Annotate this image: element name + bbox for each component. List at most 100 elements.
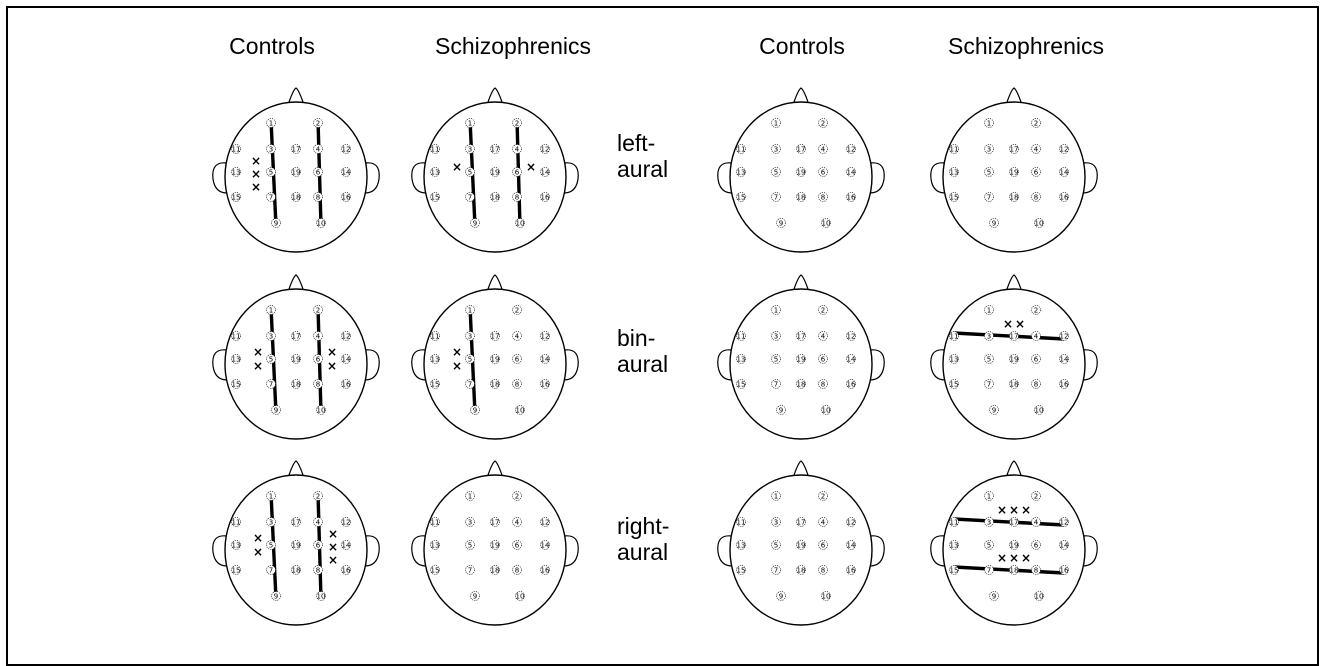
column-label-controls-1: Controls xyxy=(229,33,315,59)
electrode-label: 3 xyxy=(987,145,991,153)
electrode-label: 1 xyxy=(468,119,472,127)
electrode-label: 1 xyxy=(987,119,991,127)
electrode-label: 16 xyxy=(342,380,351,388)
electrode-label: 16 xyxy=(541,380,550,388)
electrode-label: 10 xyxy=(822,592,831,600)
electrode-label: 13 xyxy=(950,168,959,176)
electrode-label: 9 xyxy=(274,406,278,414)
electrode-site xyxy=(291,517,301,527)
electrode-site xyxy=(1031,491,1041,501)
electrode-label: 10 xyxy=(317,592,326,600)
electrode-label: 1 xyxy=(987,306,991,314)
electrode-label: 18 xyxy=(797,380,806,388)
electrode-label: 12 xyxy=(342,518,351,526)
electrode-label: 6 xyxy=(821,168,826,176)
electrode-label: 8 xyxy=(1034,193,1038,201)
electrode-site xyxy=(796,565,806,575)
electrode-label: 7 xyxy=(987,566,991,574)
electrode-label: 7 xyxy=(468,566,472,574)
electrode-site xyxy=(465,144,475,154)
electrode-site xyxy=(266,379,276,389)
electrode-label: 2 xyxy=(515,306,519,314)
electrode-site xyxy=(291,540,301,550)
right-ear-icon xyxy=(1082,162,1098,194)
electrode-site xyxy=(846,144,856,154)
electrode-label: 11 xyxy=(431,518,440,526)
electrode-site xyxy=(989,405,999,415)
electrode-label: 5 xyxy=(987,168,991,176)
electrode-label: 17 xyxy=(292,145,301,153)
electrode-site xyxy=(266,354,276,364)
electrode-label: 12 xyxy=(541,145,550,153)
electrode-label: 3 xyxy=(987,518,991,526)
right-ear-icon xyxy=(563,349,579,381)
electrode-label: 14 xyxy=(847,355,856,363)
electrode-site xyxy=(313,565,323,575)
electrode-site xyxy=(796,192,806,202)
electrode-label: 7 xyxy=(774,193,778,201)
electrode-label: 19 xyxy=(797,355,806,363)
electrode-site xyxy=(821,591,831,601)
electrode-site xyxy=(231,167,241,177)
electrode-label: 11 xyxy=(950,332,959,340)
electrode-label: 7 xyxy=(468,193,472,201)
electrode-label: 6 xyxy=(821,541,826,549)
electrode-label: 15 xyxy=(232,193,241,201)
electrode-label: 5 xyxy=(987,355,991,363)
electrode-site xyxy=(465,167,475,177)
electrode-site xyxy=(490,167,500,177)
electrode-label: 1 xyxy=(269,492,273,500)
electrode-label: 15 xyxy=(431,380,440,388)
electrode-site xyxy=(846,565,856,575)
electrode-label: 8 xyxy=(1034,380,1038,388)
electrode-label: 3 xyxy=(468,518,472,526)
electrode-label: 6 xyxy=(316,541,321,549)
electrode-label: 4 xyxy=(821,145,826,153)
electrode-label: 5 xyxy=(774,541,778,549)
electrode-label: 3 xyxy=(987,332,991,340)
electrode-site xyxy=(430,565,440,575)
right-ear-icon xyxy=(563,162,579,194)
x-mark: × xyxy=(328,527,338,541)
electrode-label: 13 xyxy=(232,355,241,363)
electrode-site xyxy=(313,331,323,341)
electrode-site xyxy=(821,218,831,228)
electrode-site xyxy=(465,331,475,341)
x-mark: × xyxy=(526,160,536,174)
electrode-label: 15 xyxy=(232,566,241,574)
electrode-label: 4 xyxy=(316,518,321,526)
electrode-site xyxy=(430,379,440,389)
electrode-label: 2 xyxy=(1034,306,1038,314)
electrode-site xyxy=(818,331,828,341)
electrode-label: 6 xyxy=(1034,541,1039,549)
electrode-site xyxy=(540,540,550,550)
electrode-label: 4 xyxy=(1034,332,1039,340)
electrode-site xyxy=(271,591,281,601)
electrode-site xyxy=(771,331,781,341)
electrode-site xyxy=(515,591,525,601)
electrode-label: 15 xyxy=(232,380,241,388)
column-label-controls-2: Controls xyxy=(759,33,845,59)
electrode-site xyxy=(465,305,475,315)
electrode-label: 5 xyxy=(468,541,472,549)
electrode-label: 7 xyxy=(269,566,273,574)
electrode-site xyxy=(430,144,440,154)
electrode-label: 17 xyxy=(292,518,301,526)
electrode-site xyxy=(984,118,994,128)
electrode-label: 19 xyxy=(797,541,806,549)
electrode-site xyxy=(341,354,351,364)
electrode-site xyxy=(736,517,746,527)
electrode-label: 18 xyxy=(491,193,500,201)
electrode-site xyxy=(771,144,781,154)
x-mark: × xyxy=(327,359,337,373)
electrode-label: 13 xyxy=(737,541,746,549)
electrode-label: 9 xyxy=(473,406,477,414)
electrode-site xyxy=(266,331,276,341)
electrode-site xyxy=(1031,517,1041,527)
x-mark: × xyxy=(1021,551,1031,565)
electrode-site xyxy=(1009,192,1019,202)
electrode-site xyxy=(1031,565,1041,575)
electrode-site xyxy=(1031,540,1041,550)
